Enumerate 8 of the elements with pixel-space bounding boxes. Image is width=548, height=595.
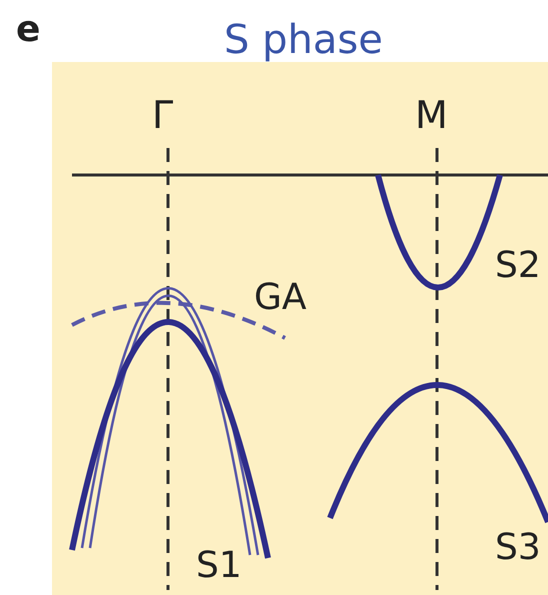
symmetry-point-label: Γ bbox=[152, 96, 174, 134]
panel-title: S phase bbox=[224, 20, 383, 60]
band-label: S1 bbox=[196, 548, 242, 584]
band-label: GA bbox=[254, 280, 307, 316]
symmetry-point-label: M bbox=[415, 96, 448, 134]
panel-letter: e bbox=[16, 12, 40, 48]
band-label: S2 bbox=[495, 248, 541, 284]
band-label: S3 bbox=[495, 530, 541, 566]
